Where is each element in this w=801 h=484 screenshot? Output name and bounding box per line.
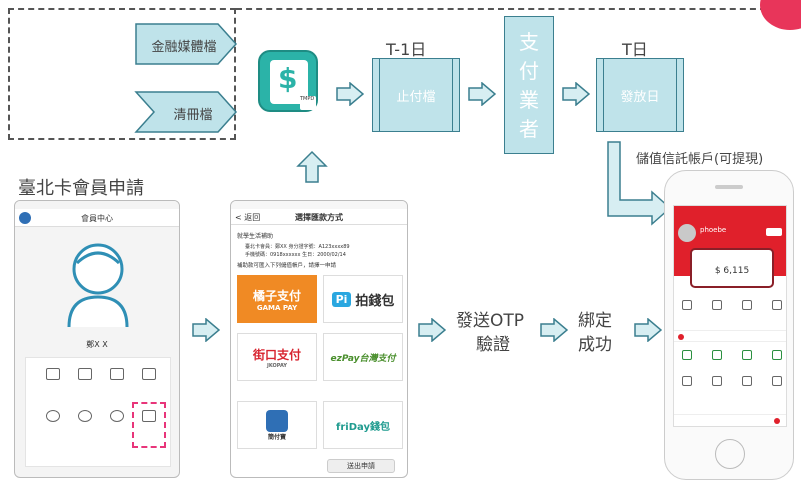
grid-icon-7[interactable]	[110, 410, 124, 422]
balance-amount: $ 6,115	[714, 266, 750, 276]
service-icon-6[interactable]	[712, 376, 722, 386]
friday-wallet-option[interactable]: friDay錢包	[323, 401, 403, 449]
issue-day-label: 發放日	[620, 90, 660, 105]
payment-provider-label: 支付業者	[519, 30, 539, 141]
service-icon-4[interactable]	[772, 350, 782, 360]
header-action-button[interactable]	[766, 228, 782, 236]
grid-icon-6[interactable]	[78, 410, 92, 422]
gama-pay-name: 橘子支付	[252, 288, 301, 303]
wallet-icon-1[interactable]	[682, 300, 692, 310]
financial-file-label: 金融媒體檔	[151, 40, 217, 55]
bent-down-arrow	[607, 141, 672, 226]
t-minus-1-label: T-1日	[386, 40, 427, 59]
grid-icon-3[interactable]	[110, 368, 124, 380]
stored-value-account-label: 儲值信託帳戶(可提現)	[636, 152, 764, 167]
wallet-icon-4[interactable]	[772, 300, 782, 310]
register-file-shape	[134, 91, 238, 133]
grid-icon-2[interactable]	[78, 368, 92, 380]
t-day-label: T日	[622, 40, 648, 59]
flow-arrow-6	[540, 318, 568, 342]
payment-method-phone: < 返回 選擇匯款方式 就學生活補助 臺北卡會員：鄭XX 身分證字號：A123x…	[230, 200, 408, 478]
ezpay-name: ezPay台灣支付	[330, 353, 396, 364]
service-icon-7[interactable]	[742, 376, 752, 386]
service-icon-2[interactable]	[712, 350, 722, 360]
register-file-label: 清冊檔	[173, 108, 213, 123]
stop-file-box	[372, 58, 460, 132]
submit-application-button[interactable]: 送出申請	[327, 459, 395, 473]
payment-method-header: < 返回 選擇匯款方式	[231, 209, 407, 225]
wallet-hint: 補助款可匯入下列儲值帳戶，請擇一申請	[237, 263, 337, 269]
friday-wallet-name: friDay錢包	[336, 421, 390, 433]
flow-arrow-4	[192, 318, 220, 342]
jko-pay-name: 街口支付	[252, 347, 301, 362]
issue-day-box	[596, 58, 684, 132]
ezpay-option[interactable]: ezPay台灣支付	[323, 333, 403, 381]
send-otp-label: 發送OTP	[456, 311, 525, 331]
member-center-header: 會員中心	[15, 209, 179, 227]
wallet-phone: phoebe $ 6,115	[664, 170, 794, 480]
verify-label: 驗證	[476, 335, 510, 355]
payment-provider-box	[504, 16, 554, 154]
jko-pay-sub: JKOPAY	[267, 362, 287, 369]
pi-icon: Pi	[331, 291, 352, 307]
service-icon-1[interactable]	[682, 350, 692, 360]
member-menu-grid	[25, 357, 171, 467]
grid-icon-5[interactable]	[46, 410, 60, 422]
wallet-icon-2[interactable]	[712, 300, 722, 310]
subsidy-section: 就學生活補助	[237, 233, 274, 240]
bind-label: 綁定	[578, 311, 612, 331]
phone-screen: phoebe $ 6,115	[673, 205, 787, 427]
pi-wallet-option[interactable]: Pi 拍錢包	[323, 275, 403, 323]
grid-icon-4[interactable]	[142, 368, 156, 380]
payment-method-title: 選擇匯款方式	[295, 213, 343, 222]
wallet-function-row	[682, 298, 782, 318]
wallet-user-name: phoebe	[700, 226, 727, 234]
member-center-phone: 會員中心 鄭X X	[14, 200, 180, 478]
flow-arrow-5	[418, 318, 446, 342]
phone-earpiece	[715, 185, 743, 189]
icash-option[interactable]: 簡付寶	[237, 401, 317, 449]
icash-icon	[266, 409, 288, 432]
highlighted-apply-item[interactable]	[132, 402, 166, 448]
icash-name: 簡付寶	[267, 433, 286, 441]
member-apply-heading: 臺北卡會員申請	[18, 178, 144, 199]
service-icon-3[interactable]	[742, 350, 752, 360]
flow-arrow-3	[562, 82, 590, 106]
member-center-title: 會員中心	[81, 214, 113, 223]
pi-wallet-name: 拍錢包	[355, 293, 395, 309]
wallet-service-grid	[682, 350, 782, 410]
source-files-region	[8, 8, 236, 140]
flow-arrow-1	[336, 82, 364, 106]
user-avatar	[678, 224, 696, 242]
stop-file-label: 止付檔	[396, 90, 436, 105]
service-icon-5[interactable]	[682, 376, 692, 386]
flow-arrow-2	[468, 82, 496, 106]
wallet-icon-3[interactable]	[742, 300, 752, 310]
financial-file-shape	[135, 23, 238, 65]
avatar-icon	[67, 243, 129, 328]
tmpd-app-icon: $ TMPD	[258, 50, 318, 112]
flow-arrow-7	[634, 318, 662, 342]
grid-icon-8	[142, 410, 156, 422]
member-info-line1: 臺北卡會員：鄭XX 身分證字號：A123xxxx89	[245, 244, 350, 250]
success-label: 成功	[578, 335, 612, 355]
service-icon-8[interactable]	[772, 376, 782, 386]
balance-card: $ 6,115	[690, 248, 774, 288]
gama-pay-sub: GAMA PAY	[256, 303, 298, 312]
grid-icon-1[interactable]	[46, 368, 60, 380]
wallet-divider-row	[674, 330, 786, 342]
home-button[interactable]	[715, 439, 745, 469]
up-arrow	[296, 150, 328, 183]
jko-pay-option[interactable]: 街口支付 JKOPAY	[237, 333, 317, 381]
corner-logo	[760, 0, 801, 30]
member-info-line2: 手機號碼：0918xxxxxx 生日：2000/02/14	[245, 252, 346, 258]
top-dashed-line	[236, 8, 766, 10]
back-button[interactable]: < 返回	[235, 213, 261, 222]
gama-pay-option[interactable]: 橘子支付 GAMA PAY	[237, 275, 317, 323]
wallet-bottom-nav	[674, 414, 786, 426]
menu-icon[interactable]	[19, 212, 31, 224]
user-name: 鄭X X	[86, 340, 108, 349]
